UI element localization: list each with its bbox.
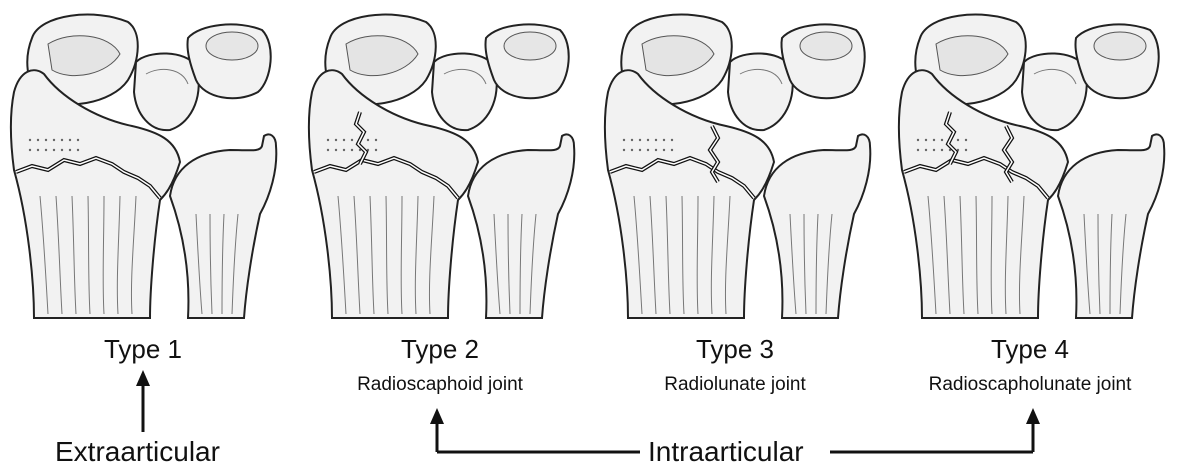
extraarticular-label: Extraarticular: [55, 436, 220, 468]
intraarticular-label: Intraarticular: [648, 436, 804, 468]
intraarticular-right-arrowhead: [1026, 408, 1040, 424]
intraarticular-left-arrowhead: [430, 408, 444, 424]
extraarticular-arrowhead: [136, 370, 150, 386]
